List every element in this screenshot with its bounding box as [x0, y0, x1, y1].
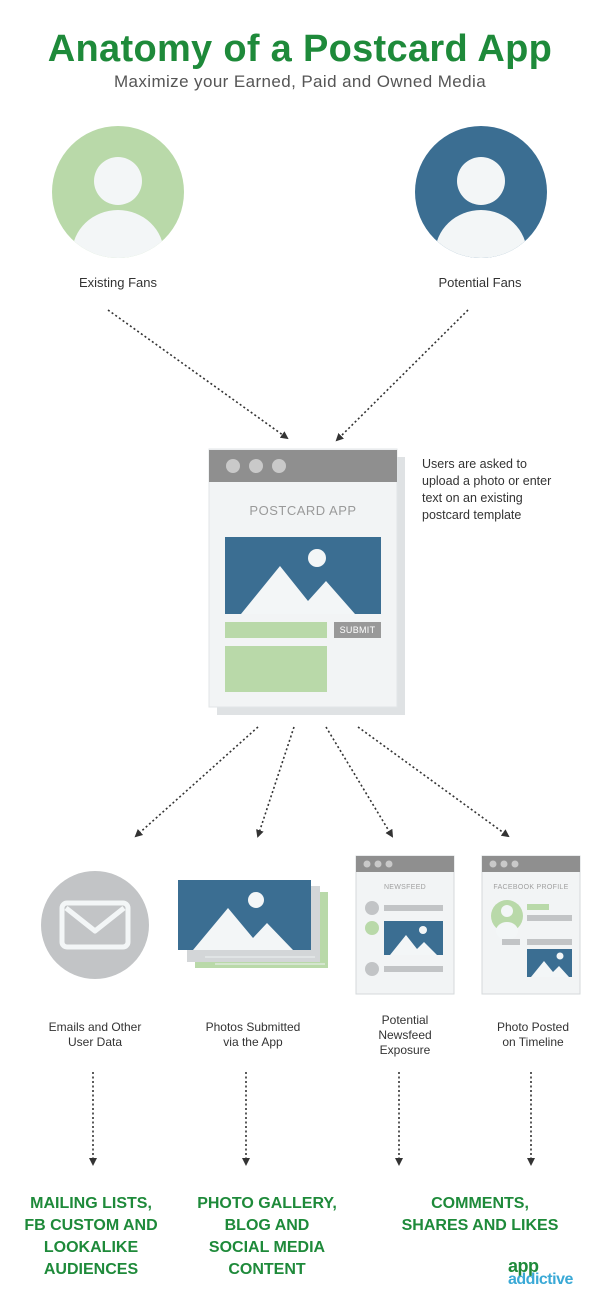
appaddictive-logo: app addictive	[508, 1256, 573, 1288]
window-dot	[226, 459, 240, 473]
avatar	[365, 921, 379, 935]
newsfeed-title: NEWSFEED	[383, 884, 427, 891]
photos-stack-icon	[178, 880, 328, 968]
page-subtitle: Maximize your Earned, Paid and Owned Med…	[113, 72, 487, 91]
arrow-app-to-photos	[256, 726, 295, 838]
facebook-profile-window	[481, 855, 581, 995]
result-photo-gallery: PHOTO GALLERY, BLOG AND SOCIAL MEDIA CON…	[197, 1195, 337, 1278]
email-icon	[41, 871, 149, 979]
avatar	[365, 962, 379, 976]
existing-fans-avatar	[52, 126, 184, 258]
arrow-existing-to-app	[107, 309, 289, 440]
arrow-app-to-profile	[357, 726, 510, 838]
image-placeholder-icon	[225, 537, 381, 614]
result-engagement: COMMENTS, SHARES AND LIKES	[401, 1195, 559, 1234]
potential-fans-avatar	[415, 126, 547, 258]
submit-button-label: SUBMIT	[339, 625, 376, 635]
timeline-caption: Photo Posted on Timeline	[496, 1020, 570, 1049]
arrow-app-to-emails	[134, 726, 259, 838]
page-title: Anatomy of a Postcard App	[47, 28, 553, 70]
result-mailing-lists: MAILING LISTS, FB CUSTOM AND LOOKALIKE A…	[24, 1195, 158, 1278]
submit-button-shape	[334, 622, 381, 638]
potential-fans-label: Potential Fans	[438, 275, 522, 290]
window-dot	[272, 459, 286, 473]
postcard-app-window	[208, 448, 405, 715]
newsfeed-window	[355, 855, 455, 995]
facebook-profile-title: FACEBOOK PROFILE	[493, 884, 569, 891]
text-field-placeholder	[225, 622, 327, 638]
arrow-potential-to-app	[335, 309, 469, 442]
newsfeed-caption: Potential Newsfeed Exposure	[378, 1013, 432, 1057]
window-titlebar	[209, 450, 397, 482]
app-description: Users are asked to upload a photo or ent…	[422, 457, 552, 522]
postcard-app-title: POSTCARD APP	[249, 503, 357, 518]
arrow-app-to-newsfeed	[325, 726, 394, 838]
photos-caption: Photos Submitted via the App	[205, 1020, 301, 1049]
textarea-placeholder	[225, 646, 327, 692]
avatar	[365, 901, 379, 915]
window-dot	[249, 459, 263, 473]
emails-caption: Emails and Other User Data	[48, 1020, 142, 1049]
existing-fans-label: Existing Fans	[78, 275, 158, 290]
